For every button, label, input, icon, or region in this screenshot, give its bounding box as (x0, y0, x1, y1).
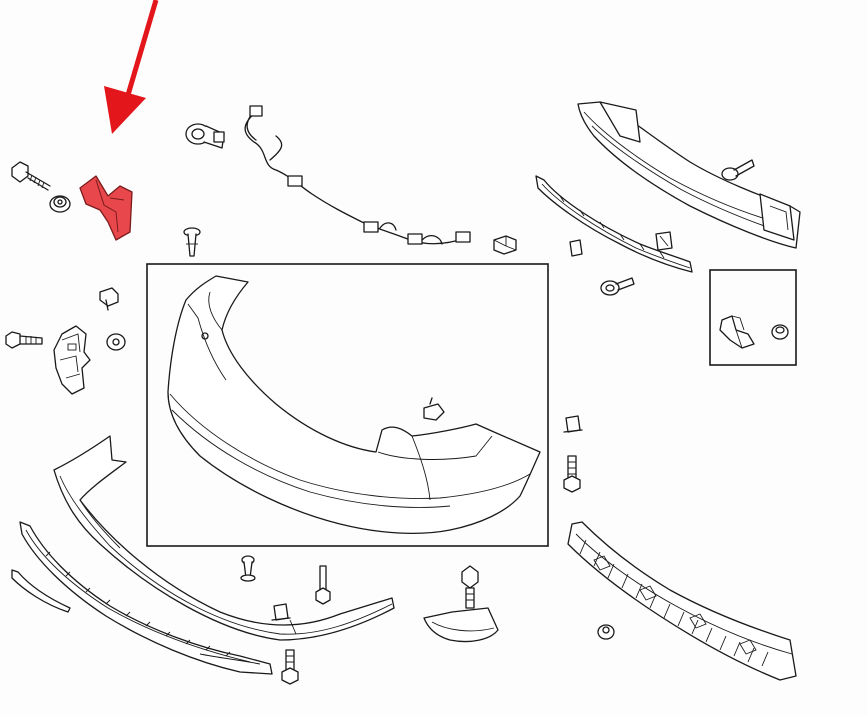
side-trim-strip[interactable] (11, 569, 71, 613)
bolt-icon (563, 455, 581, 493)
lower-trim-strip[interactable] (19, 521, 273, 675)
rear-bumper-cover[interactable] (167, 275, 541, 535)
sensor-wiring-harness[interactable] (244, 105, 471, 245)
detail-inset-bracket[interactable] (719, 315, 755, 349)
screw-icon (600, 277, 635, 296)
bolt-icon (721, 159, 755, 181)
bolt-icon (461, 565, 479, 609)
bumper-cover-frame (146, 263, 549, 547)
washer-icon (597, 624, 615, 640)
red-highlighted-bracket[interactable] (79, 175, 133, 241)
washer-nut-icon (49, 195, 71, 213)
bolt-icon (5, 331, 43, 349)
lower-valance[interactable] (53, 435, 395, 641)
bumper-reinforcement-beam[interactable] (577, 101, 801, 249)
parking-sensor-icon[interactable] (185, 123, 225, 149)
push-clip-icon (240, 555, 256, 582)
square-clip-icon (569, 239, 583, 257)
push-clip-icon (563, 415, 583, 433)
washer-icon (106, 333, 126, 351)
small-clip-icon (99, 287, 119, 311)
bumper-impact-absorber[interactable] (567, 521, 797, 681)
upper-absorber-strip[interactable] (535, 175, 693, 273)
bolt-icon (11, 161, 51, 191)
lower-corner-bracket[interactable] (423, 607, 499, 643)
connector-clip-icon (493, 235, 517, 255)
side-mounting-bracket[interactable] (53, 325, 91, 395)
bolt-icon (281, 649, 299, 685)
detail-inset-frame (709, 269, 797, 366)
washer-nut-icon (771, 324, 789, 340)
push-clip-icon (183, 227, 201, 257)
push-clip-icon (271, 603, 291, 621)
square-clip-icon (655, 231, 673, 251)
pointer-arrow (104, 0, 159, 134)
bolt-icon (315, 565, 331, 605)
